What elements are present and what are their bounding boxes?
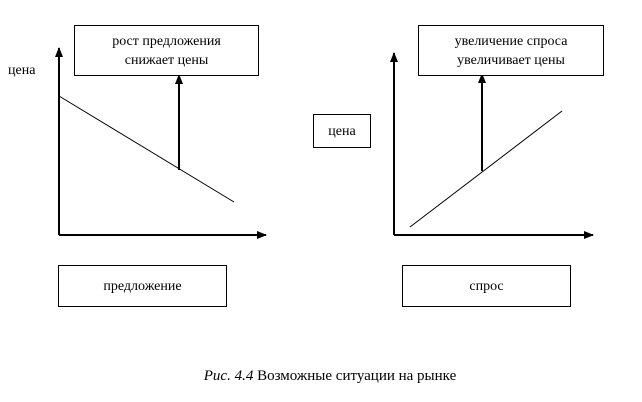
left-x-label: предложение (103, 278, 182, 294)
supply-line (58, 95, 235, 203)
right-x-label: спрос (469, 278, 504, 294)
left-note-line2: снижает цены (124, 52, 209, 68)
right-note-box: увеличение спроса увеличивает цены (418, 25, 604, 76)
right-note-line1: увеличение спроса (454, 33, 568, 49)
left-note-box: рост предложения снижает цены (74, 25, 259, 76)
figure-number: Рис. 4.4 (203, 368, 254, 384)
demand-line (409, 110, 563, 228)
right-y-label: цена (328, 123, 356, 139)
left-x-label-box: предложение (58, 265, 227, 307)
left-axes (55, 47, 267, 239)
right-y-label-box: цена (313, 114, 371, 148)
right-x-label-box: спрос (402, 265, 571, 307)
left-note-line1: рост предложения (112, 33, 221, 49)
left-y-label: цена (8, 63, 36, 78)
right-note-line2: увеличивает цены (457, 52, 565, 68)
figure-caption: Рис. 4.4 Возможные ситуации на рынке (0, 368, 642, 385)
figure-title: Возможные ситуации на рынке (253, 368, 457, 384)
right-axes (390, 52, 594, 239)
